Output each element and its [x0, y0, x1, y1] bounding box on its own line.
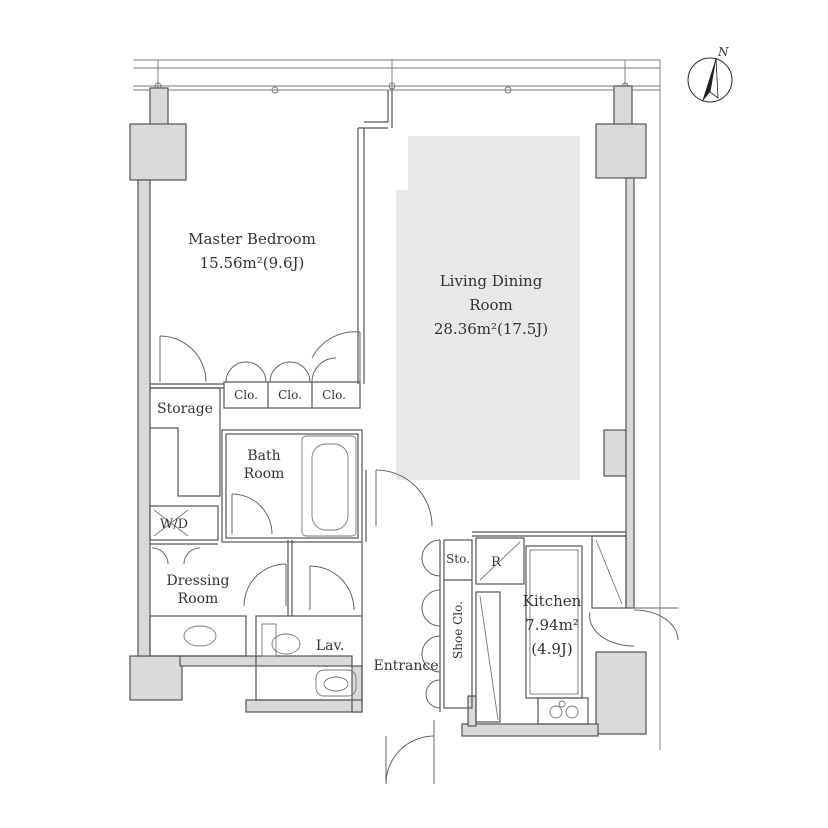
wd-label: W/D	[160, 517, 188, 532]
closet-label: Clo.	[234, 388, 258, 402]
living-dining-area: 28.36m²(17.5J)	[434, 320, 548, 338]
doors	[151, 331, 679, 785]
closet-label: Clo.	[278, 388, 302, 402]
entrance-label: Entrance	[373, 658, 438, 674]
shoe-closet-label: Shoe Clo.	[451, 601, 465, 659]
room-labels: Master Bedroom 15.56m²(9.6J) Living Dini…	[157, 230, 582, 674]
kitchen-name: Kitchen	[523, 592, 582, 610]
sto-label: Sto.	[446, 552, 470, 566]
bath-room-name-line2: Room	[244, 466, 285, 482]
closet-label: Clo.	[322, 388, 346, 402]
compass-label: N	[717, 45, 729, 59]
kitchen-area-line1: 7.94m²	[525, 616, 579, 634]
master-bedroom-area: 15.56m²(9.6J)	[200, 254, 305, 272]
living-floor-shade	[408, 136, 580, 480]
refrigerator-label: R	[491, 555, 502, 570]
living-dining-name-line2: Room	[469, 296, 513, 314]
living-floor-shade-2	[396, 190, 410, 480]
kitchen-area-line2: (4.9J)	[531, 640, 573, 658]
dressing-room-name-line1: Dressing	[166, 573, 229, 589]
dressing-room-name-line2: Room	[178, 591, 219, 607]
structural-columns	[129, 85, 647, 735]
master-bedroom-name: Master Bedroom	[188, 230, 316, 248]
living-dining-name-line1: Living Dining	[440, 272, 543, 290]
lav-label: Lav.	[316, 638, 344, 654]
north-compass-icon: N	[687, 45, 733, 103]
bath-room-name-line1: Bath	[247, 448, 280, 464]
balcony-railing	[133, 59, 661, 750]
storage-label: Storage	[157, 401, 213, 417]
